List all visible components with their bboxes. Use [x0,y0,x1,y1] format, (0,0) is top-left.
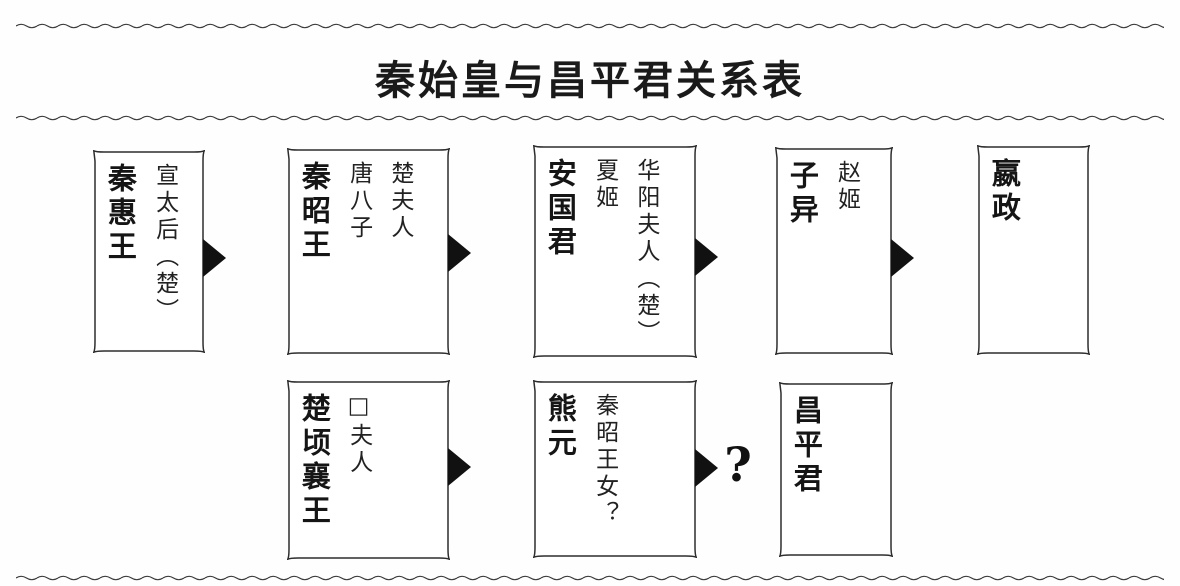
person-name: 子异 [785,160,820,228]
plaque-frame [775,147,893,355]
vertical-text: 嬴政 [977,145,1022,355]
spouse-name: 华阳夫人（楚） [632,158,659,347]
plaque-frame [287,380,450,560]
vertical-text: 子异 赵姬 [775,147,859,355]
person-name: 秦昭王 [297,161,332,263]
uncertain-question-mark: ? [724,438,752,493]
node-qin-zhao-wang: 秦昭王 唐八子 楚夫人 [287,148,450,355]
spouse-name: 夏姬 [591,158,618,212]
person-name: 楚顷襄王 [297,393,332,529]
person-name: 秦惠王 [103,163,138,265]
spouse-name: 赵姬 [833,160,860,214]
vertical-text: 秦惠王 宣太后（楚） [93,150,177,353]
vertical-text: 昌平君 [779,382,824,557]
arrow-right-icon [695,449,718,487]
plaque-frame [533,145,697,358]
arrow-right-icon [203,239,226,277]
plaque-frame [977,145,1090,355]
node-ying-zheng: 嬴政 [977,145,1090,355]
vertical-text: 安国君 夏姬 华阳夫人（楚） [533,145,659,358]
arrow-right-icon [448,234,471,272]
vertical-text: 熊元 秦昭王女？ [533,380,617,558]
chart-title: 秦始皇与昌平君关系表 [375,57,805,104]
node-an-guo-jun: 安国君 夏姬 华阳夫人（楚） [533,145,697,358]
wavy-divider-under-title [16,113,1164,123]
spouse-name: 唐八子 [345,161,372,242]
spouse-name: □夫人 [345,393,372,477]
node-zi-yi: 子异 赵姬 [775,147,893,355]
person-name: 熊元 [543,393,578,461]
spouse-name: 楚夫人 [386,161,413,242]
wavy-divider-bottom [16,573,1164,583]
spouse-name: 宣太后（楚） [151,163,178,325]
node-chu-qing-xiang-wang: 楚顷襄王 □夫人 [287,380,450,560]
arrow-right-icon [891,239,914,277]
arrow-right-icon [448,448,471,486]
vertical-text: 秦昭王 唐八子 楚夫人 [287,148,413,355]
person-name: 嬴政 [987,158,1022,226]
arrow-right-icon [695,238,718,276]
plaque-frame [533,380,697,558]
wavy-divider-top [16,21,1164,31]
plaque-frame [287,148,450,355]
node-chang-ping-jun: 昌平君 [779,382,893,557]
person-name: 昌平君 [789,395,824,497]
person-name: 安国君 [543,158,578,260]
plaque-frame [779,382,893,557]
spouse-name: 秦昭王女？ [591,393,618,528]
vertical-text: 楚顷襄王 □夫人 [287,380,371,560]
node-qin-hui-wang: 秦惠王 宣太后（楚） [93,150,205,353]
plaque-frame [93,150,205,353]
node-xiong-yuan: 熊元 秦昭王女？ [533,380,697,558]
